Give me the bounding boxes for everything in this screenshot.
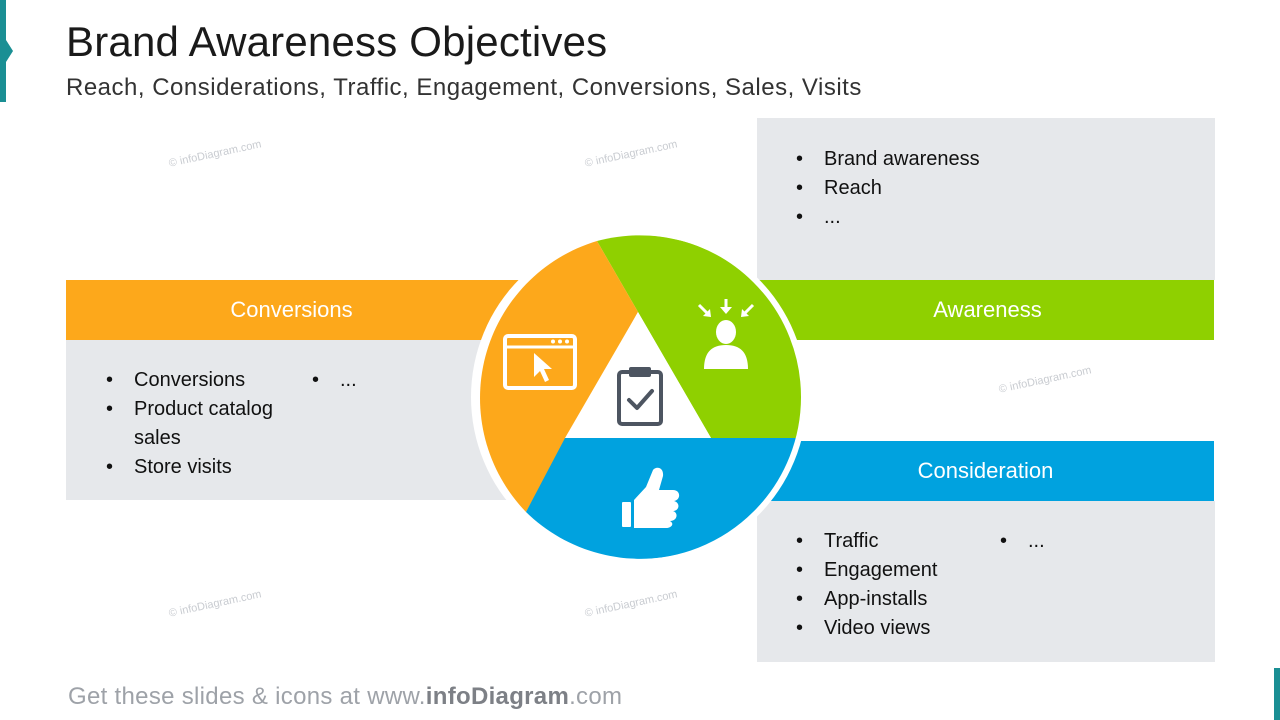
consideration-list: Traffic Engagement App-installs Video vi… <box>794 527 937 643</box>
list-item: ... <box>998 527 1045 556</box>
list-item: Store visits <box>104 453 294 482</box>
page-subtitle: Reach, Considerations, Traffic, Engageme… <box>66 74 862 101</box>
person-focus-icon <box>697 299 755 369</box>
footer-prefix: Get these slides & icons at www. <box>68 683 426 710</box>
list-item: Product catalog sales <box>104 395 294 453</box>
conversions-list-extra: ... <box>310 366 357 395</box>
footer-link[interactable]: Get these slides & icons at www.infoDiag… <box>68 683 622 711</box>
circle-outline <box>473 231 805 563</box>
footer-suffix: .com <box>569 683 623 710</box>
accent-tab <box>0 0 13 102</box>
list-item: Video views <box>794 614 937 643</box>
awareness-segment <box>597 235 804 438</box>
list-item: Reach <box>794 174 980 203</box>
list-item: ... <box>794 203 980 232</box>
consideration-label: Consideration <box>917 458 1054 483</box>
consideration-bar: Consideration <box>757 441 1214 501</box>
footer-brand: infoDiagram <box>425 683 570 710</box>
list-item: Brand awareness <box>794 145 980 174</box>
awareness-bar: Awareness <box>757 280 1214 340</box>
list-item: App-installs <box>794 585 937 614</box>
accent-corner <box>1274 668 1280 720</box>
conversions-list: Conversions Product catalog sales Store … <box>104 366 294 482</box>
list-item: Conversions <box>104 366 294 395</box>
list-item: Engagement <box>794 556 937 585</box>
awareness-label: Awareness <box>933 297 1042 322</box>
consideration-list-extra: ... <box>998 527 1045 556</box>
conversions-label: Conversions <box>230 297 353 322</box>
conversions-bar: Conversions <box>66 280 521 340</box>
browser-cursor-icon <box>503 334 577 390</box>
thumbs-up-icon <box>622 467 680 528</box>
clipboard-check-icon <box>617 367 663 426</box>
awareness-list: Brand awareness Reach ... <box>794 145 980 232</box>
list-item: ... <box>310 366 357 395</box>
list-item: Traffic <box>794 527 937 556</box>
page-title: Brand Awareness Objectives <box>66 18 608 65</box>
conversions-segment <box>480 241 638 512</box>
